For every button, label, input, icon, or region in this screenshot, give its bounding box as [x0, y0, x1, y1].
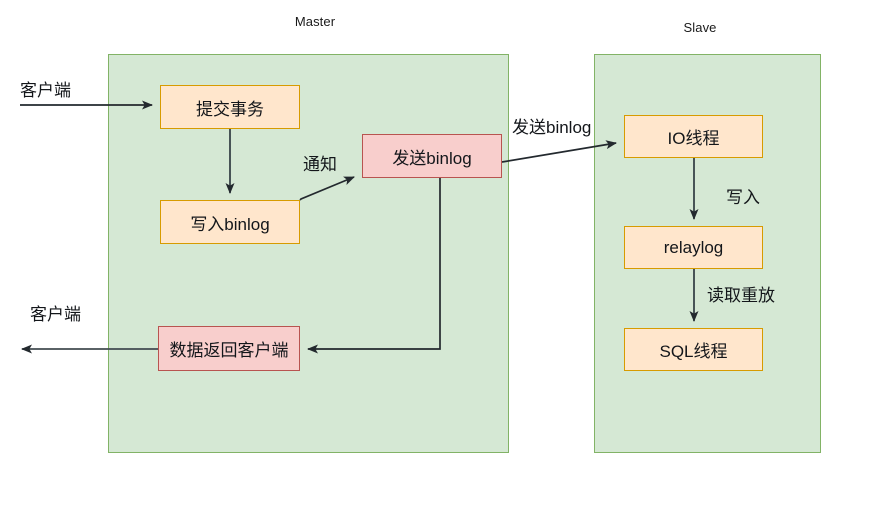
node-return-data-to-client[interactable]: 数据返回客户端	[158, 326, 300, 371]
node-return-data-to-client-label: 数据返回客户端	[169, 341, 289, 360]
master-title: Master	[294, 14, 336, 29]
node-sql-thread[interactable]: SQL线程	[624, 328, 763, 371]
node-write-binlog-label: 写入binlog	[190, 214, 270, 234]
edge-writebinlog-to-sendbinlog	[299, 176, 355, 201]
node-write-binlog[interactable]: 写入binlog	[160, 200, 300, 244]
label-notify: 通知	[303, 155, 337, 174]
node-relaylog[interactable]: relaylog	[624, 226, 763, 269]
node-send-binlog-label: 发送binlog	[392, 148, 472, 168]
node-relaylog-label: relaylog	[663, 237, 724, 257]
node-sql-thread-label: SQL线程	[659, 342, 728, 361]
slave-title: Slave	[683, 20, 717, 35]
node-io-thread[interactable]: IO线程	[624, 115, 763, 158]
node-io-thread-label: IO线程	[667, 129, 720, 148]
node-send-binlog[interactable]: 发送binlog	[362, 134, 502, 178]
edge-sendbinlog-to-returndata	[307, 178, 441, 354]
label-client-bottom: 客户端	[30, 305, 81, 324]
label-write: 写入	[726, 188, 760, 207]
edge-sendbinlog-to-iothread	[501, 140, 617, 163]
label-send-binlog-edge: 发送binlog	[512, 118, 592, 137]
label-client-top: 客户端	[20, 81, 71, 100]
node-commit-transaction-label: 提交事务	[196, 99, 264, 119]
node-commit-transaction[interactable]: 提交事务	[160, 85, 300, 129]
label-read-replay: 读取重放	[707, 286, 775, 305]
